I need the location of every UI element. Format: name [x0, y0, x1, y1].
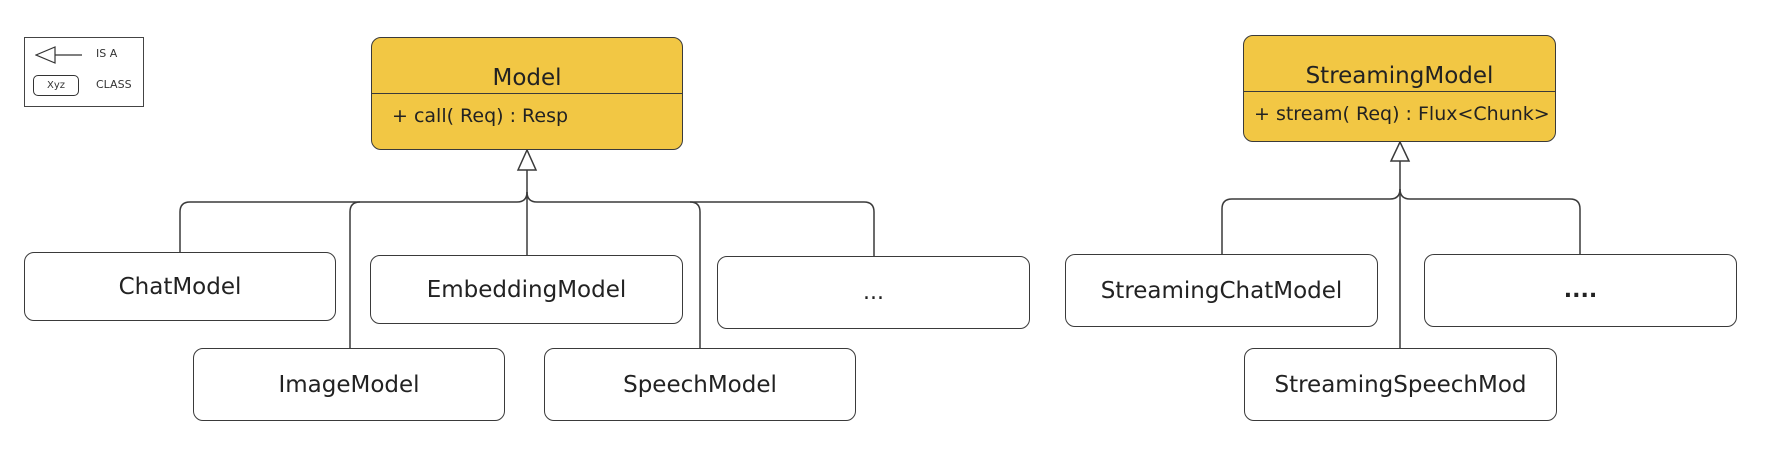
- streamingspeechmod-box: StreamingSpeechMod: [1244, 348, 1557, 421]
- legend-class-example: Xyz: [33, 75, 79, 96]
- speechmodel-box: SpeechModel: [544, 348, 856, 421]
- chatmodel-box: ChatModel: [24, 252, 336, 321]
- embeddingmodel-box: EmbeddingModel: [370, 255, 683, 324]
- edge-imagemodel: [349, 201, 361, 348]
- model-class-method: + call( Req) : Resp: [392, 105, 569, 127]
- edge-chatmodel: [179, 170, 528, 252]
- edge-speechmodel: [689, 201, 701, 348]
- model-class-name: Model: [372, 38, 682, 94]
- isa-arrowhead-model: [516, 148, 538, 171]
- streaming-model-class-method: + stream( Req) : Flux<Chunk>: [1254, 103, 1550, 125]
- streaming-model-class: StreamingModel + stream( Req) : Flux<Chu…: [1243, 35, 1556, 142]
- edge-streaming-ellipsis: [1399, 188, 1581, 254]
- edge-ellipsis: [526, 191, 875, 256]
- streamingchatmodel-box: StreamingChatModel: [1065, 254, 1378, 327]
- isa-arrowhead-streamingmodel: [1389, 140, 1411, 162]
- legend-isa-label: IS A: [96, 47, 118, 60]
- imagemodel-box: ImageModel: [193, 348, 505, 421]
- legend: IS A Xyz CLASS: [24, 37, 144, 107]
- streaming-model-class-name: StreamingModel: [1244, 36, 1555, 92]
- legend-class-label: CLASS: [96, 78, 132, 91]
- isa-arrow-icon: [35, 46, 82, 64]
- streamingmodel-more-box: ....: [1424, 254, 1737, 327]
- edge-streamingchatmodel: [1221, 161, 1401, 254]
- model-class: Model + call( Req) : Resp: [371, 37, 683, 150]
- model-more-box: ...: [717, 256, 1030, 329]
